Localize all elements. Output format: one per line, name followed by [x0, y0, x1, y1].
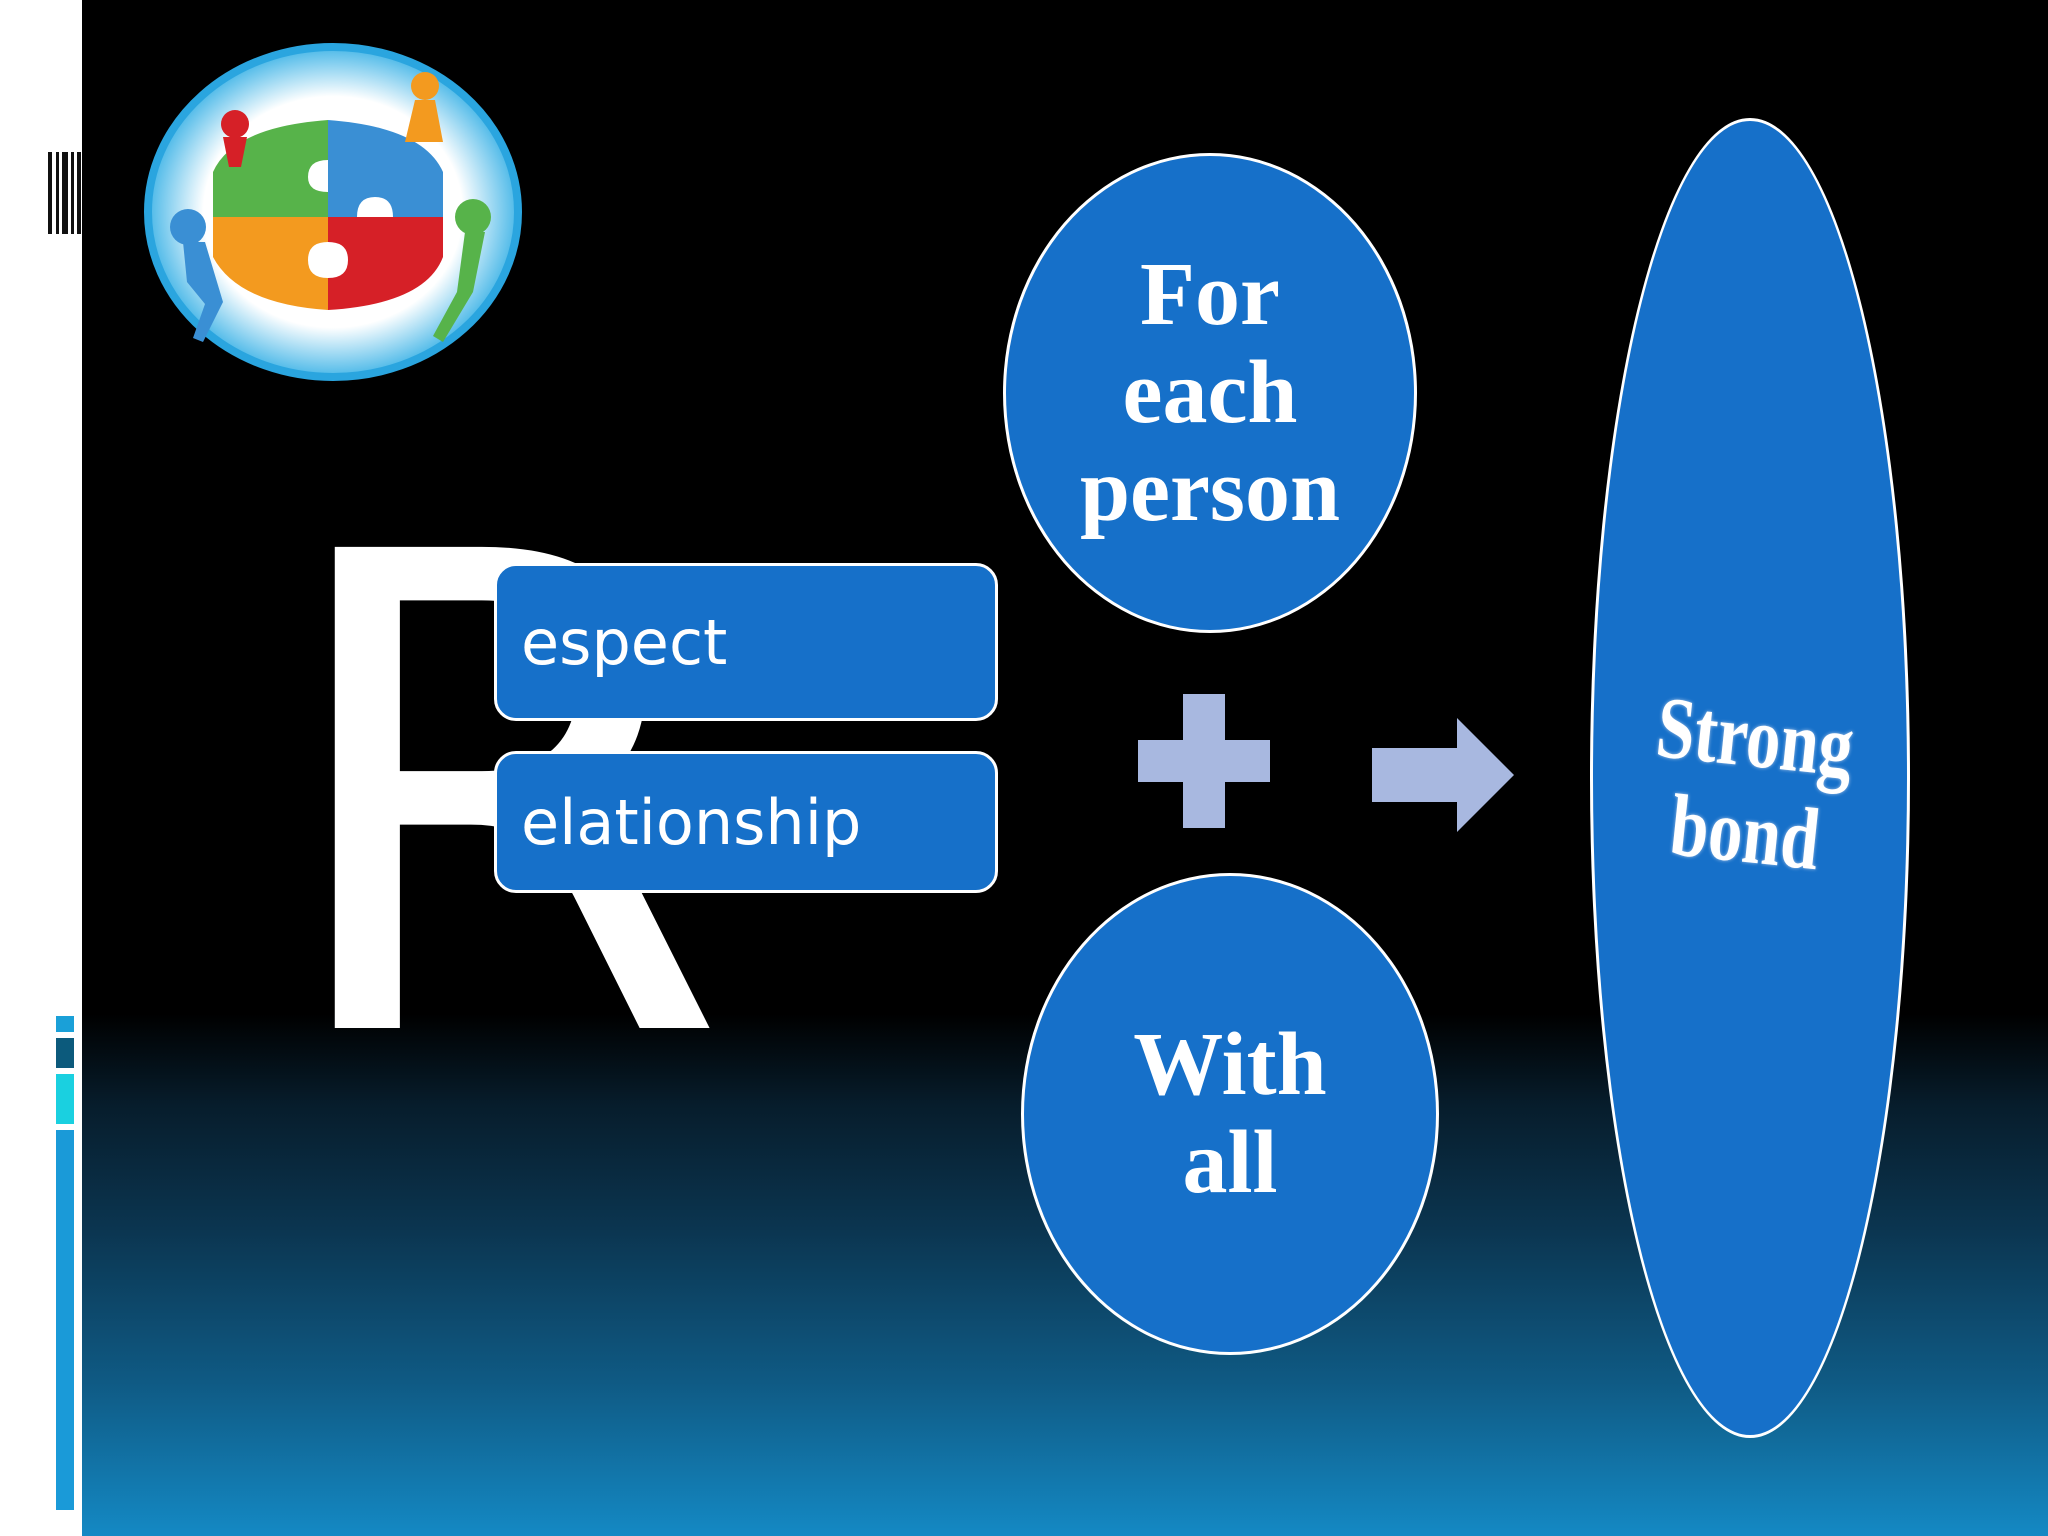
arrow-right-icon [1372, 718, 1514, 832]
circle-bottom-line-2: all [1182, 1113, 1278, 1212]
circle-top-line-2: each [1122, 343, 1298, 442]
plus-icon [1138, 694, 1270, 828]
circle-bottom-line-1: With [1133, 1015, 1327, 1114]
strong-bond-oval [1590, 118, 1910, 1438]
relationship-box-label: elationship [521, 785, 862, 859]
respect-box: espect [494, 563, 998, 721]
deco-square [56, 1038, 74, 1068]
deco-tick [48, 152, 52, 234]
strong-bond-label: Strong bond [1616, 677, 1884, 894]
deco-bar-long [56, 1130, 74, 1510]
respect-box-label: espect [521, 605, 728, 679]
deco-square [56, 1074, 74, 1124]
deco-tick [71, 152, 74, 234]
deco-square [56, 1016, 74, 1032]
circle-top-line-3: person [1079, 441, 1341, 540]
relationship-box: elationship [494, 751, 998, 893]
with-all-circle: With all [1021, 873, 1439, 1355]
teamwork-puzzle-icon [144, 43, 522, 381]
deco-tick [62, 152, 68, 234]
deco-tick [56, 152, 59, 234]
circle-top-line-1: For [1140, 245, 1280, 344]
deco-tick [77, 152, 81, 234]
for-each-person-circle: For each person [1003, 153, 1417, 633]
